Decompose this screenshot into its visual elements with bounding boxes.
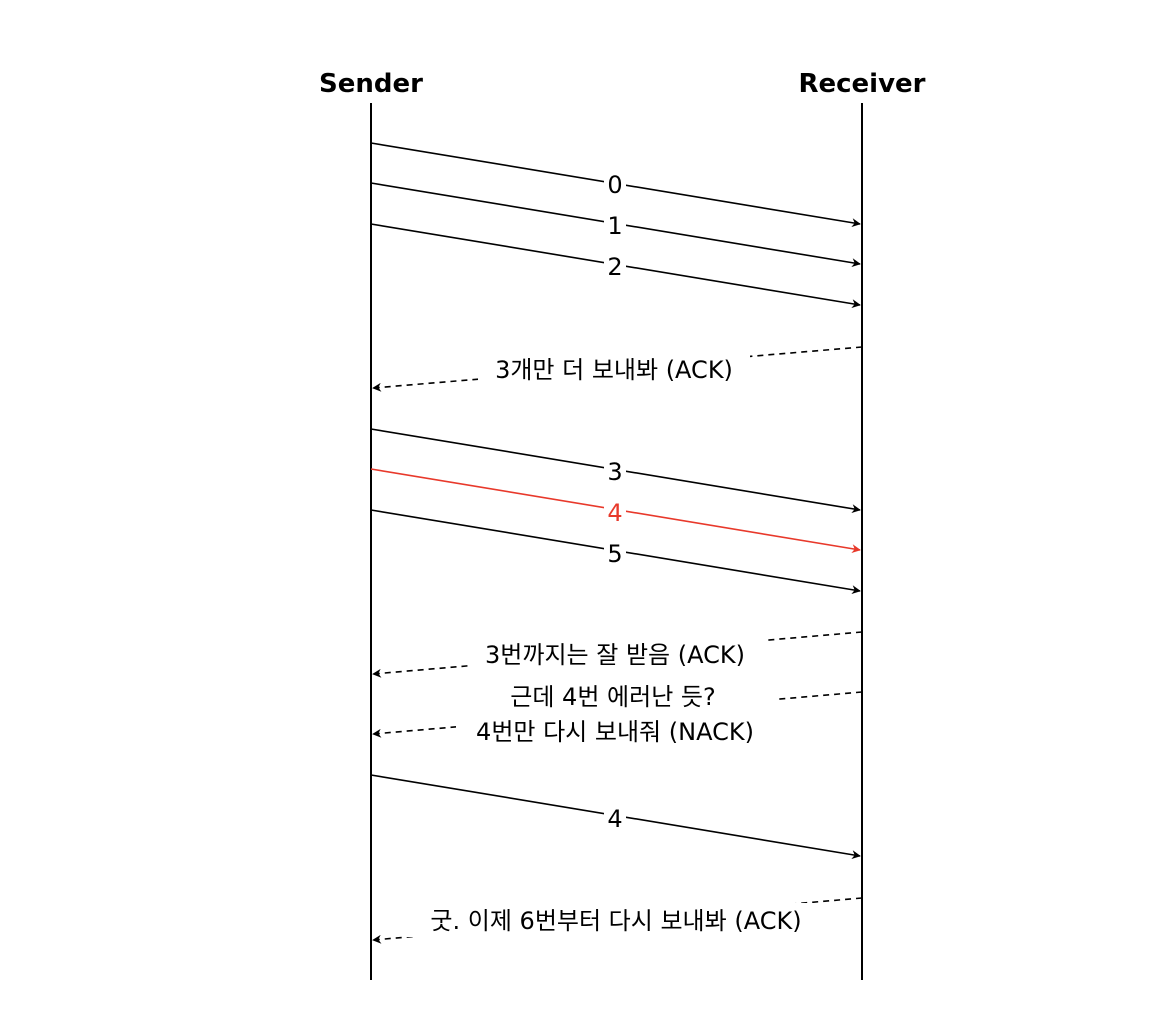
message-label: 4 xyxy=(607,805,622,833)
message-4-error: 4 xyxy=(370,468,861,554)
message-label: 2 xyxy=(607,253,622,281)
label-backdrop xyxy=(456,680,776,748)
label-backdrop xyxy=(404,903,828,937)
message-ack-2: 3번까지는 잘 받음 (ACK) xyxy=(372,631,863,678)
message-label: 4 xyxy=(607,499,622,527)
message-label: 5 xyxy=(607,540,622,568)
message-0: 0 xyxy=(370,142,861,228)
label-backdrop xyxy=(604,499,626,525)
receiver-title: Receiver xyxy=(798,69,925,99)
label-backdrop xyxy=(604,805,626,831)
message-label: 3개만 더 보내봐 (ACK) xyxy=(495,356,733,384)
message-label-line-1: 근데 4번 에러난 듯? xyxy=(510,683,715,711)
sender-title: Sender xyxy=(319,69,423,99)
message-4-resend: 4 xyxy=(370,774,861,860)
message-nack: 근데 4번 에러난 듯? 4번만 다시 보내줘 (NACK) xyxy=(372,680,863,748)
message-1: 1 xyxy=(370,182,861,268)
message-label: 3번까지는 잘 받음 (ACK) xyxy=(485,641,745,669)
message-3: 3 xyxy=(370,428,861,514)
label-backdrop xyxy=(604,458,626,484)
label-backdrop xyxy=(604,212,626,238)
message-ack-3: 굿. 이제 6번부터 다시 보내봐 (ACK) xyxy=(372,897,863,944)
message-label: 굿. 이제 6번부터 다시 보내봐 (ACK) xyxy=(430,907,801,935)
label-backdrop xyxy=(604,540,626,566)
message-5: 5 xyxy=(370,509,861,595)
message-label: 0 xyxy=(607,171,622,199)
message-label-line-2: 4번만 다시 보내줘 (NACK) xyxy=(476,718,754,746)
label-backdrop xyxy=(604,171,626,197)
message-ack-1: 3개만 더 보내봐 (ACK) xyxy=(372,346,863,392)
message-label: 1 xyxy=(607,212,622,240)
label-backdrop xyxy=(604,253,626,279)
message-2: 2 xyxy=(370,223,861,309)
message-label: 3 xyxy=(607,458,622,486)
label-backdrop xyxy=(468,638,764,670)
label-backdrop xyxy=(478,352,750,384)
